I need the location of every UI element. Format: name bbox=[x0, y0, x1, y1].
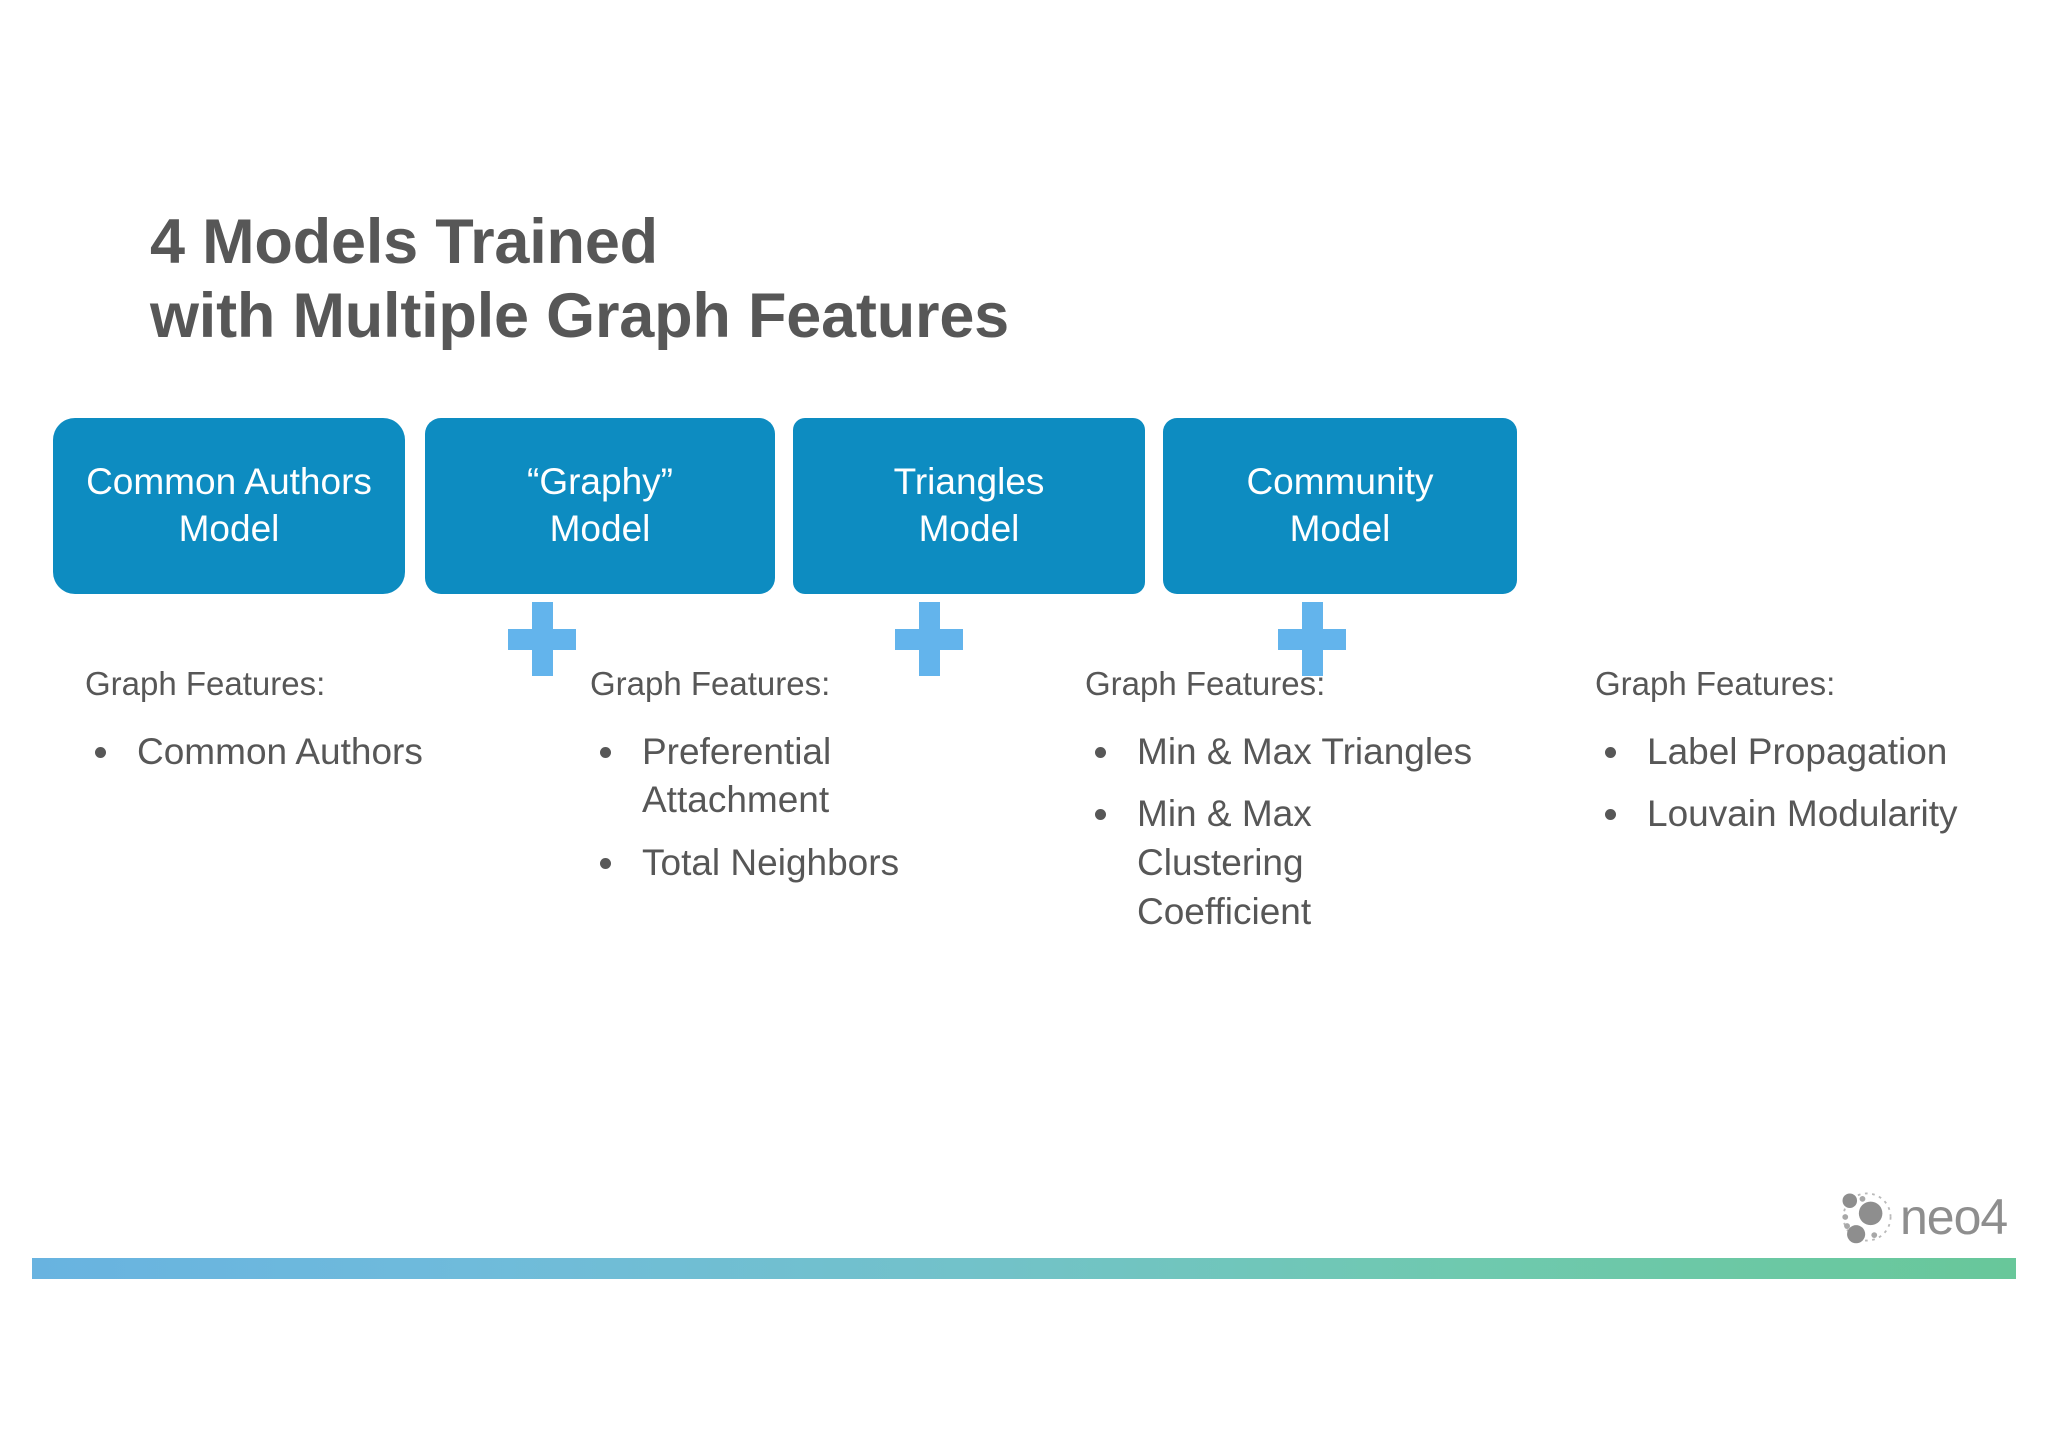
feature-list: Label Propagation Louvain Modularity bbox=[1595, 728, 2015, 840]
model-box-row: Common Authors Model “Graphy” Model Tria… bbox=[0, 418, 2048, 594]
model-box-label-line-1: “Graphy” bbox=[527, 461, 673, 503]
model-box-label-line-2: Model bbox=[549, 508, 651, 549]
list-item-label: Min & Max Triangles bbox=[1137, 730, 1473, 772]
model-box-triangles[interactable]: Triangles Model bbox=[793, 418, 1145, 594]
bullet-icon bbox=[600, 858, 611, 870]
plus-icon bbox=[508, 602, 576, 676]
list-item-label: Total Neighbors bbox=[642, 842, 900, 884]
footer-gradient-bar bbox=[32, 1258, 2016, 1279]
model-box-label-line-2: Model bbox=[178, 508, 280, 549]
feature-column-heading: Graph Features: bbox=[85, 665, 326, 702]
list-item-label: Common Authors bbox=[137, 730, 423, 772]
bullet-icon bbox=[95, 746, 106, 758]
list-item-label: Label Propagation bbox=[1647, 730, 1948, 772]
page-title-line-1: 4 Models Trained bbox=[150, 207, 658, 277]
page-title-line-2: with Multiple Graph Features bbox=[150, 281, 1009, 352]
bullet-icon bbox=[1605, 746, 1616, 758]
list-item-label: Min & Max Clustering Coefficient bbox=[1137, 793, 1312, 933]
model-box-label-line-2: Model bbox=[918, 508, 1020, 549]
feature-column-triangles: Graph Features: Min & Max Triangles Min … bbox=[1085, 664, 1485, 951]
page-title: 4 Models Trained with Multiple Graph Fea… bbox=[150, 205, 1450, 354]
neo4j-logo: neo4 bbox=[1838, 1182, 2048, 1252]
model-box-label-line-1: Common Authors bbox=[86, 461, 372, 503]
feature-column-graphy: Graph Features: Preferential Attachment … bbox=[590, 664, 920, 902]
neo4j-graph-mark-icon bbox=[1838, 1188, 1896, 1246]
feature-column-heading: Graph Features: bbox=[1085, 665, 1326, 702]
bullet-icon bbox=[1605, 809, 1616, 821]
plus-icon bbox=[1278, 602, 1346, 676]
feature-column-community: Graph Features: Label Propagation Louvai… bbox=[1595, 664, 2015, 853]
feature-list: Common Authors bbox=[85, 728, 485, 777]
list-item: Min & Max Triangles bbox=[1085, 728, 1485, 777]
list-item: Preferential Attachment bbox=[590, 728, 920, 826]
list-item-label: Louvain Modularity bbox=[1647, 793, 1958, 835]
list-item: Louvain Modularity bbox=[1595, 790, 2015, 839]
feature-column-heading: Graph Features: bbox=[1595, 665, 1836, 702]
model-box-common-authors[interactable]: Common Authors Model bbox=[53, 418, 405, 594]
bullet-icon bbox=[600, 746, 611, 758]
feature-column-heading: Graph Features: bbox=[590, 665, 831, 702]
bullet-icon bbox=[1095, 809, 1106, 821]
neo4j-wordmark: neo4 bbox=[1900, 1189, 2008, 1245]
model-box-label-line-1: Community bbox=[1246, 461, 1434, 503]
feature-list: Min & Max Triangles Min & Max Clustering… bbox=[1085, 728, 1485, 937]
list-item: Total Neighbors bbox=[590, 839, 920, 888]
model-box-community[interactable]: Community Model bbox=[1163, 418, 1517, 594]
model-box-label-line-1: Triangles bbox=[893, 461, 1045, 503]
feature-list: Preferential Attachment Total Neighbors bbox=[590, 728, 920, 888]
plus-icon bbox=[895, 602, 963, 676]
bullet-icon bbox=[1095, 746, 1106, 758]
model-box-graphy[interactable]: “Graphy” Model bbox=[425, 418, 775, 594]
list-item-label: Preferential Attachment bbox=[642, 730, 832, 821]
list-item: Common Authors bbox=[85, 728, 485, 777]
list-item: Label Propagation bbox=[1595, 728, 2015, 777]
model-box-label-line-2: Model bbox=[1289, 508, 1391, 549]
list-item: Min & Max Clustering Coefficient bbox=[1085, 790, 1485, 936]
feature-column-common-authors: Graph Features: Common Authors bbox=[85, 664, 485, 790]
